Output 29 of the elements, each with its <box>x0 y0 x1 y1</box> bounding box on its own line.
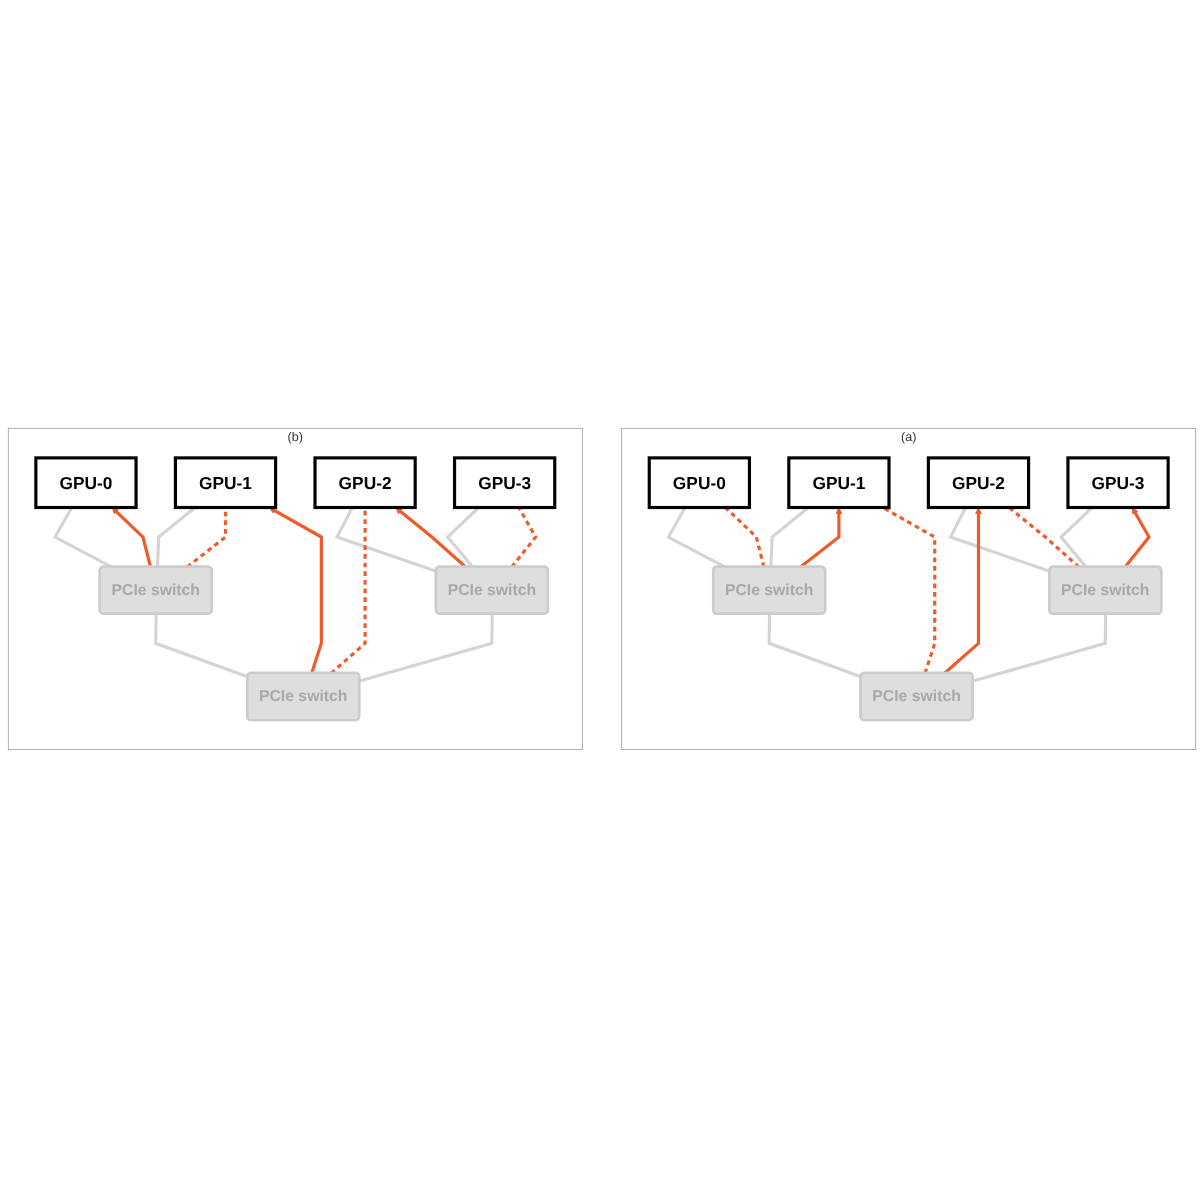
connector <box>155 506 196 567</box>
connector <box>767 614 862 679</box>
connector <box>881 506 937 674</box>
node-box: GPU-0 <box>34 456 138 510</box>
arrow <box>1123 507 1151 568</box>
node-box: GPU-3 <box>1066 456 1170 510</box>
connector <box>52 506 113 569</box>
node-box: GPU-1 <box>173 456 278 510</box>
arrow <box>943 507 982 675</box>
node-box: GPU-3 <box>453 456 557 510</box>
connector <box>724 506 766 568</box>
connector <box>769 506 810 567</box>
arrow <box>799 507 843 569</box>
arrow <box>268 507 323 674</box>
connector <box>334 506 437 573</box>
node-box: GPU-2 <box>313 456 417 510</box>
node-box: GPU-0 <box>647 456 751 510</box>
arrow <box>395 507 467 569</box>
connector <box>972 614 1108 683</box>
connector <box>154 614 249 679</box>
connector <box>948 506 1051 573</box>
node-box: GPU-2 <box>926 456 1031 510</box>
connector <box>1008 506 1081 569</box>
connector <box>330 507 367 675</box>
node-box: GPU-1 <box>787 456 891 510</box>
connector <box>666 506 726 569</box>
arrow <box>111 507 152 568</box>
connector <box>359 614 494 683</box>
connector <box>186 507 228 569</box>
